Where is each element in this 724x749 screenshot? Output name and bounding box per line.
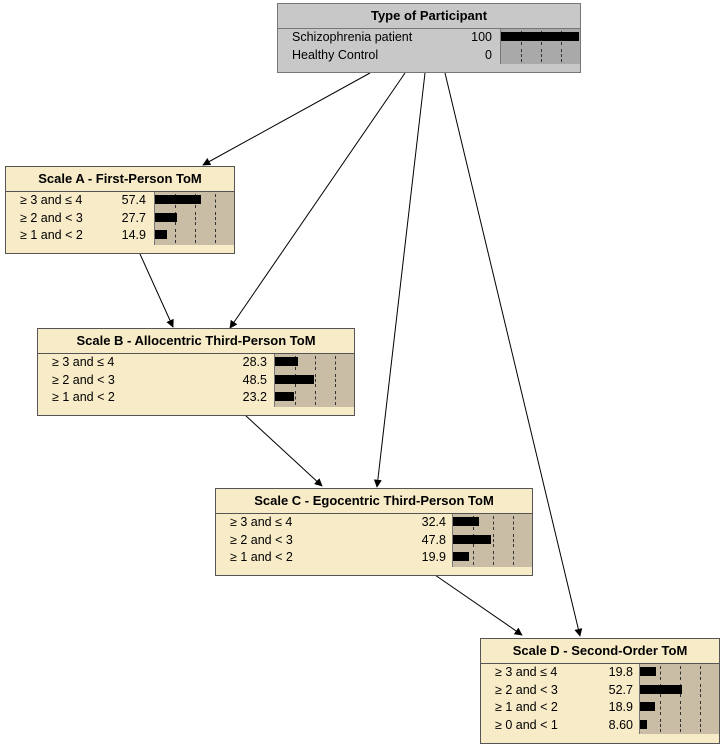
state-label: ≥ 1 and < 2: [20, 228, 83, 242]
belief-bar-column: [274, 354, 354, 372]
state-value: 0: [485, 47, 492, 62]
state-label: ≥ 3 and ≤ 4: [230, 515, 293, 529]
state-label: ≥ 0 and < 1: [495, 717, 558, 732]
state-row: ≥ 0 and < 1 8.60: [481, 716, 719, 734]
state-row: ≥ 3 and ≤ 4 28.3: [38, 354, 354, 372]
state-row: ≥ 3 and ≤ 4 19.8: [481, 664, 719, 682]
state-row: ≥ 2 and < 3 48.5: [38, 371, 354, 389]
belief-bar-column: [154, 192, 234, 210]
state-row: ≥ 1 and < 2 19.9: [216, 549, 532, 567]
state-label: ≥ 2 and < 3: [20, 210, 83, 225]
belief-bar: [640, 702, 656, 711]
belief-bar: [640, 667, 656, 676]
belief-bar-column: [154, 227, 234, 245]
node-scale-c[interactable]: Scale C - Egocentric Third-Person ToM ≥ …: [215, 488, 533, 576]
belief-bar: [275, 357, 298, 366]
belief-bar: [640, 719, 647, 729]
node-scale-a[interactable]: Scale A - First-Person ToM ≥ 3 and ≤ 4 5…: [5, 166, 235, 254]
edge-scale-c-to-scale-d: [434, 574, 523, 636]
state-label: ≥ 1 and < 2: [230, 550, 293, 564]
state-row: ≥ 2 and < 3 52.7: [481, 681, 719, 699]
belief-bar-column: [639, 664, 719, 682]
belief-bar-column: [154, 209, 234, 227]
edge-type-to-scale-d: [444, 72, 583, 637]
state-row: Schizophrenia patient 100: [278, 29, 580, 47]
state-value: 100: [471, 30, 492, 44]
state-value: 28.3: [242, 355, 267, 369]
belief-bar: [453, 552, 469, 561]
edge-type-to-scale-b: [229, 72, 406, 329]
node-type-of-participant[interactable]: Type of Participant Schizophrenia patien…: [277, 3, 581, 73]
node-title: Scale D - Second-Order ToM: [481, 639, 719, 664]
belief-bar-column: [639, 716, 719, 734]
node-title: Scale C - Egocentric Third-Person ToM: [216, 489, 532, 514]
state-row: ≥ 1 and < 2 23.2: [38, 389, 354, 407]
belief-bar: [155, 230, 167, 239]
node-title: Type of Participant: [278, 4, 580, 29]
state-value: 19.8: [608, 665, 633, 679]
belief-bar: [640, 684, 683, 694]
state-row: ≥ 1 and < 2 14.9: [6, 227, 234, 245]
state-value: 47.8: [421, 532, 446, 547]
state-value: 18.9: [608, 700, 633, 714]
state-value: 27.7: [121, 210, 146, 225]
belief-bar: [275, 374, 314, 384]
state-row: Healthy Control 0: [278, 46, 580, 64]
state-label: ≥ 2 and < 3: [230, 532, 293, 547]
belief-bar-column: [639, 681, 719, 699]
state-value: 52.7: [608, 682, 633, 697]
edge-scale-b-to-scale-c: [244, 414, 323, 487]
state-label: Schizophrenia patient: [292, 30, 413, 44]
state-row: ≥ 3 and ≤ 4 57.4: [6, 192, 234, 210]
node-scale-b[interactable]: Scale B - Allocentric Third-Person ToM ≥…: [37, 328, 355, 416]
belief-bar: [155, 195, 201, 204]
node-scale-d[interactable]: Scale D - Second-Order ToM ≥ 3 and ≤ 4 1…: [480, 638, 720, 744]
state-value: 48.5: [242, 372, 267, 387]
state-label: ≥ 3 and ≤ 4: [495, 665, 558, 679]
state-label: ≥ 1 and < 2: [495, 700, 558, 714]
belief-bar-column: [500, 29, 580, 47]
belief-bar: [275, 392, 294, 401]
state-row: ≥ 2 and < 3 27.7: [6, 209, 234, 227]
state-label: ≥ 2 and < 3: [495, 682, 558, 697]
node-title: Scale A - First-Person ToM: [6, 167, 234, 192]
edge-type-to-scale-a: [202, 72, 371, 166]
state-value: 23.2: [242, 390, 267, 404]
belief-bar-column: [274, 389, 354, 407]
belief-bar-column: [274, 371, 354, 389]
state-value: 8.60: [608, 717, 633, 732]
belief-bar-column: [500, 46, 580, 64]
belief-bar: [453, 517, 479, 526]
state-label: ≥ 3 and ≤ 4: [52, 355, 115, 369]
belief-bar-column: [452, 549, 532, 567]
belief-bar: [501, 32, 579, 41]
state-value: 57.4: [121, 193, 146, 207]
state-label: ≥ 3 and ≤ 4: [20, 193, 83, 207]
state-value: 14.9: [121, 228, 146, 242]
belief-bar: [453, 534, 492, 544]
edge-type-to-scale-c: [373, 72, 426, 488]
state-row: ≥ 1 and < 2 18.9: [481, 699, 719, 717]
belief-bar-column: [452, 531, 532, 549]
belief-bar-column: [639, 699, 719, 717]
belief-bar: [155, 212, 178, 222]
state-label: Healthy Control: [292, 47, 379, 62]
state-value: 19.9: [421, 550, 446, 564]
state-row: ≥ 2 and < 3 47.8: [216, 531, 532, 549]
state-label: ≥ 1 and < 2: [52, 390, 115, 404]
node-title: Scale B - Allocentric Third-Person ToM: [38, 329, 354, 354]
state-row: ≥ 3 and ≤ 4 32.4: [216, 514, 532, 532]
edge-scale-a-to-scale-b: [139, 253, 174, 328]
belief-bar-column: [452, 514, 532, 532]
state-value: 32.4: [421, 515, 446, 529]
state-label: ≥ 2 and < 3: [52, 372, 115, 387]
